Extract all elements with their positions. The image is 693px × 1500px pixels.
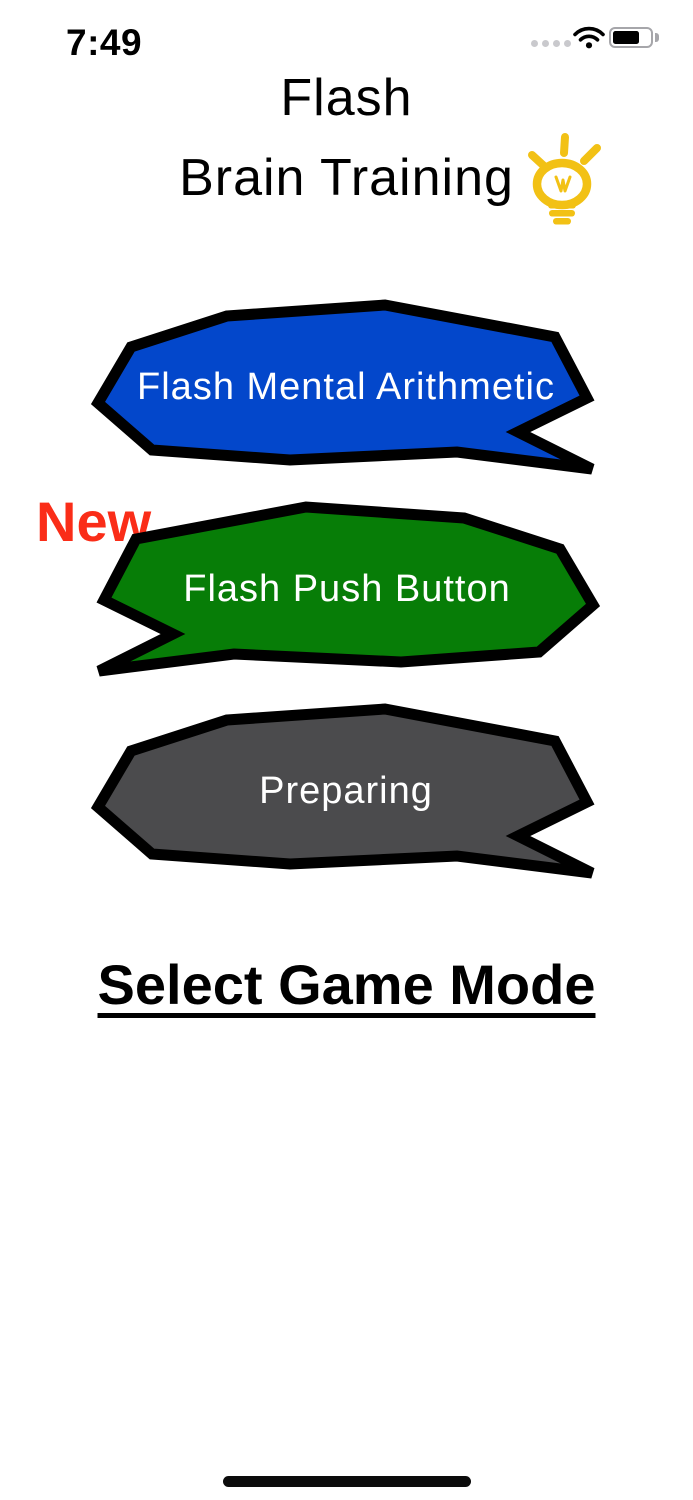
select-game-mode-heading: Select Game Mode [97,953,596,1016]
app-title-line2: Brain Training [179,149,514,207]
speech-bubble-shape [96,501,601,677]
game-mode-button-flash-mental-arithmetic[interactable]: Flash Mental Arithmetic [90,297,600,477]
game-mode-button-flash-push-button[interactable]: Flash Push Button [93,499,601,679]
cellular-signal-icon [531,40,571,47]
battery-icon [609,27,653,48]
speech-bubble-shape [90,299,595,475]
battery-level [613,31,639,44]
game-mode-button-preparing[interactable]: Preparing [90,701,600,881]
lightbulb-base [548,202,576,225]
status-time: 7:49 [66,22,143,63]
home-indicator[interactable] [223,1476,471,1487]
lightbulb-icon [528,133,601,225]
battery-nub [655,33,659,42]
speech-bubble-shape [90,703,595,879]
app-title-line1: Flash [280,69,413,127]
wifi-icon [573,26,605,49]
